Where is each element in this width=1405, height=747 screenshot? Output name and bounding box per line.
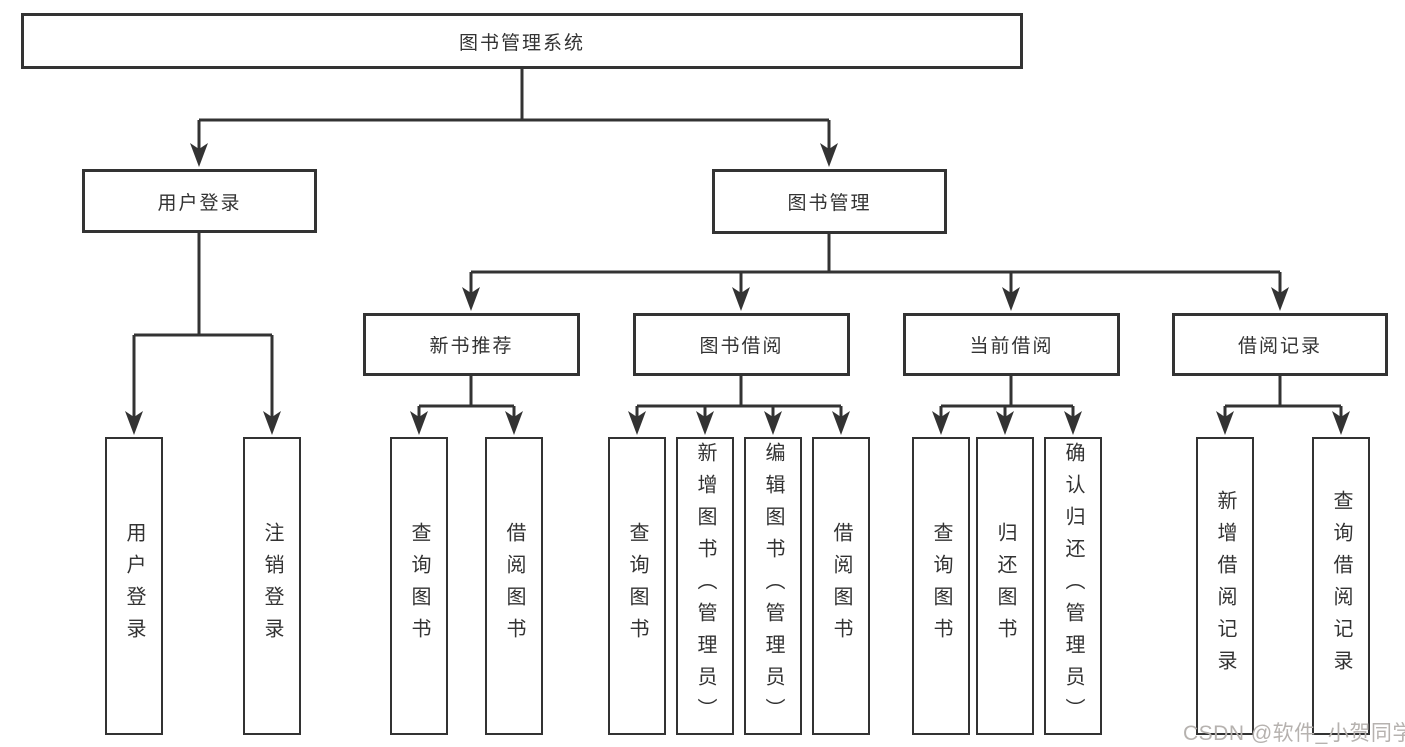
arrowhead	[832, 411, 850, 435]
leaf-label: 借阅图书	[503, 522, 525, 650]
connector-current-borrow-to-children	[939, 376, 1075, 417]
leaf-return-book: 归还图书	[976, 437, 1034, 735]
connector-book-borrow-to-children	[635, 376, 843, 417]
leaf-confirm-return-admin: 确认归还（管理员）	[1044, 437, 1102, 735]
leaf-borrow-book-1: 借阅图书	[485, 437, 543, 735]
arrowhead	[462, 287, 480, 311]
leaf-logout: 注销登录	[243, 437, 301, 735]
leaf-label: 查询图书	[626, 522, 648, 650]
arrowhead	[696, 411, 714, 435]
node-current-borrow: 当前借阅	[903, 313, 1120, 376]
connector-borrow-record-to-children	[1223, 376, 1343, 417]
arrowhead	[820, 143, 838, 167]
leaf-user-login: 用户登录	[105, 437, 163, 735]
arrowhead	[732, 287, 750, 311]
arrowhead	[764, 411, 782, 435]
leaf-label: 用户登录	[123, 522, 145, 650]
arrowhead	[1216, 411, 1234, 435]
leaf-add-borrow-record: 新增借阅记录	[1196, 437, 1254, 735]
leaf-add-book-admin: 新增图书（管理员）	[676, 437, 734, 735]
arrowhead	[1002, 287, 1020, 311]
arrowhead	[263, 411, 281, 435]
connector-root-to-level2	[197, 69, 831, 149]
csdn-watermark: CSDN @软件_小贺同学	[1183, 722, 1405, 745]
node-book-borrow: 图书借阅	[633, 313, 850, 376]
node-new-book-recommend: 新书推荐	[363, 313, 580, 376]
leaf-label: 归还图书	[994, 522, 1016, 650]
leaf-label: 借阅图书	[830, 522, 852, 650]
leaf-borrow-book-2: 借阅图书	[812, 437, 870, 735]
arrowhead	[505, 411, 523, 435]
leaf-label: 编辑图书（管理员）	[762, 442, 784, 730]
arrowhead	[1064, 411, 1082, 435]
leaf-label: 查询图书	[408, 522, 430, 650]
connector-book-mgmt-to-level3	[469, 234, 1282, 293]
arrowhead	[628, 411, 646, 435]
node-system-root: 图书管理系统	[21, 13, 1023, 69]
leaf-query-book-1: 查询图书	[390, 437, 448, 735]
leaf-query-borrow-record: 查询借阅记录	[1312, 437, 1370, 735]
arrowhead	[1271, 287, 1289, 311]
arrowhead	[190, 143, 208, 167]
arrowhead	[932, 411, 950, 435]
node-borrow-record: 借阅记录	[1172, 313, 1388, 376]
arrowhead	[410, 411, 428, 435]
leaf-query-book-2: 查询图书	[608, 437, 666, 735]
leaf-label: 查询图书	[930, 522, 952, 650]
leaf-label: 新增借阅记录	[1214, 490, 1236, 682]
leaf-edit-book-admin: 编辑图书（管理员）	[744, 437, 802, 735]
leaf-label: 注销登录	[261, 522, 283, 650]
node-book-management: 图书管理	[712, 169, 947, 234]
leaf-label: 查询借阅记录	[1330, 490, 1352, 682]
arrowhead	[1332, 411, 1350, 435]
leaf-label: 确认归还（管理员）	[1062, 442, 1084, 730]
leaf-label: 新增图书（管理员）	[694, 442, 716, 730]
arrowhead	[996, 411, 1014, 435]
connector-new-book-to-children	[417, 376, 516, 417]
node-user-login: 用户登录	[82, 169, 317, 233]
leaf-query-book-3: 查询图书	[912, 437, 970, 735]
connector-user-login-to-children	[132, 233, 274, 417]
arrowhead	[125, 411, 143, 435]
